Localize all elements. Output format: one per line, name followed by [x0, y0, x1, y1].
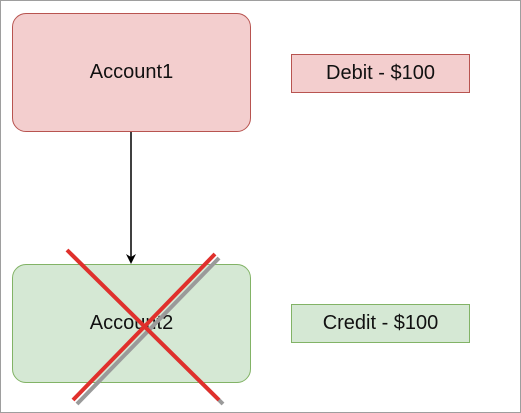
account1-node[interactable]: Account1 — [12, 13, 251, 132]
credit-box[interactable]: Credit - $100 — [291, 304, 470, 343]
account2-label: Account2 — [89, 312, 174, 334]
account1-label: Account1 — [89, 61, 174, 83]
debit-box[interactable]: Debit - $100 — [291, 54, 470, 93]
debit-label: Debit - $100 — [326, 62, 435, 84]
account2-node[interactable]: Account2 — [12, 264, 251, 383]
credit-label: Credit - $100 — [322, 312, 439, 334]
